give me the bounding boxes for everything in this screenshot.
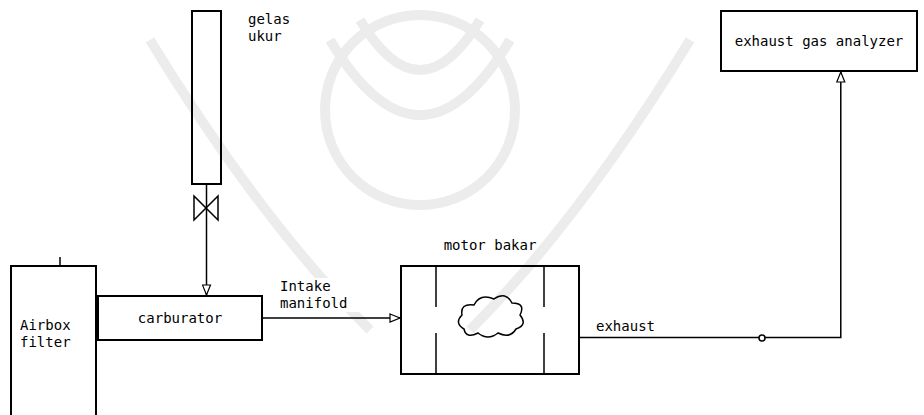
connector xyxy=(263,317,400,319)
airbox-box: Airbox filter xyxy=(10,265,97,415)
node-label: gelas ukur xyxy=(248,11,300,45)
measuring-tube: gelas ukur xyxy=(191,10,222,185)
connector xyxy=(206,185,208,295)
node-label: exhaust gas analyzer xyxy=(735,33,904,50)
node-label: motor bakar xyxy=(402,237,578,254)
node-label: carburator xyxy=(138,310,222,327)
gas-analyzer-box: exhaust gas analyzer xyxy=(720,10,918,72)
node-label: Airbox filter xyxy=(20,317,89,351)
edge-label: Intake manifold xyxy=(278,278,366,312)
sample-port xyxy=(759,335,765,341)
valve-symbol xyxy=(194,196,206,220)
airbox-tick xyxy=(59,257,61,265)
valve-symbol xyxy=(206,196,218,220)
combustion-chamber xyxy=(402,267,578,373)
connector xyxy=(580,72,841,338)
carburator-box: carburator xyxy=(97,295,263,341)
engine-box: motor bakar xyxy=(400,265,580,375)
edge-label: exhaust xyxy=(594,318,657,335)
